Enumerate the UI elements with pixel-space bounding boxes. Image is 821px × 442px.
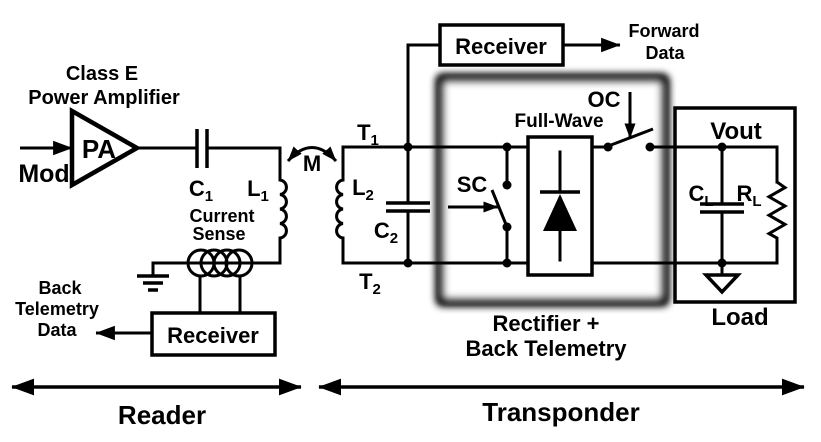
rectifier-caption-line2: Back Telemetry: [465, 336, 627, 361]
t2-label: T2: [359, 269, 381, 298]
capacitor-cl: [700, 202, 744, 214]
inductor-l1: [151, 146, 288, 278]
resistor-rl: [765, 180, 789, 263]
mutual-coupling-label: M: [303, 151, 321, 176]
oc-label: OC: [588, 87, 621, 112]
load-label: Load: [711, 304, 768, 331]
cl-label: CL: [688, 181, 713, 210]
wire-sense-to-receiver: [198, 274, 242, 315]
l2-label: L2: [352, 175, 374, 204]
power-amplifier-triangle: [69, 107, 142, 189]
back-telemetry-line2: Telemetry: [15, 299, 99, 319]
forward-data-line1: Forward: [628, 21, 699, 41]
sc-switch-blade: [490, 189, 509, 228]
pa-label: PA: [82, 134, 116, 164]
capacitor-c1: [195, 129, 209, 168]
diode-symbol: [540, 150, 580, 262]
forward-receiver-label: Receiver: [455, 34, 547, 59]
inductor-l2: [335, 145, 345, 265]
class-e-label: Class E: [66, 63, 138, 85]
back-telemetry-line1: Back: [38, 278, 82, 298]
back-receiver-label: Receiver: [167, 323, 259, 348]
full-wave-label: Full-Wave: [514, 111, 603, 132]
rectifier-caption-line1: Rectifier +: [493, 311, 600, 336]
sc-label: SC: [457, 172, 488, 197]
mutual-coupling-arc: [286, 146, 338, 163]
transponder-circuit: [335, 37, 789, 295]
current-sense-label-line1: Current: [189, 206, 254, 226]
capacitor-c2: [386, 201, 430, 213]
current-sense-label-line2: Sense: [192, 224, 245, 244]
junction-dots: [403, 142, 727, 268]
reader-circuit: [20, 107, 288, 341]
ground-symbol-reader: [137, 274, 169, 292]
forward-data-line2: Data: [645, 43, 685, 63]
mod-label: Mod: [18, 160, 69, 188]
back-telemetry-line3: Data: [37, 320, 77, 340]
vout-label: Vout: [710, 118, 762, 145]
c2-label: C2: [374, 218, 398, 247]
l1-label: L1: [247, 176, 269, 205]
t1-label: T1: [357, 120, 379, 149]
rl-label: RL: [736, 181, 761, 210]
ground-symbol-load: [701, 273, 743, 295]
power-amplifier-label: Power Amplifier: [28, 87, 180, 109]
transponder-section-label: Transponder: [482, 397, 639, 427]
c1-label: C1: [189, 176, 213, 205]
reader-section-label: Reader: [118, 400, 206, 430]
forward-receiver-box: [438, 23, 565, 67]
wire-t1-to-receiver: [406, 43, 442, 149]
